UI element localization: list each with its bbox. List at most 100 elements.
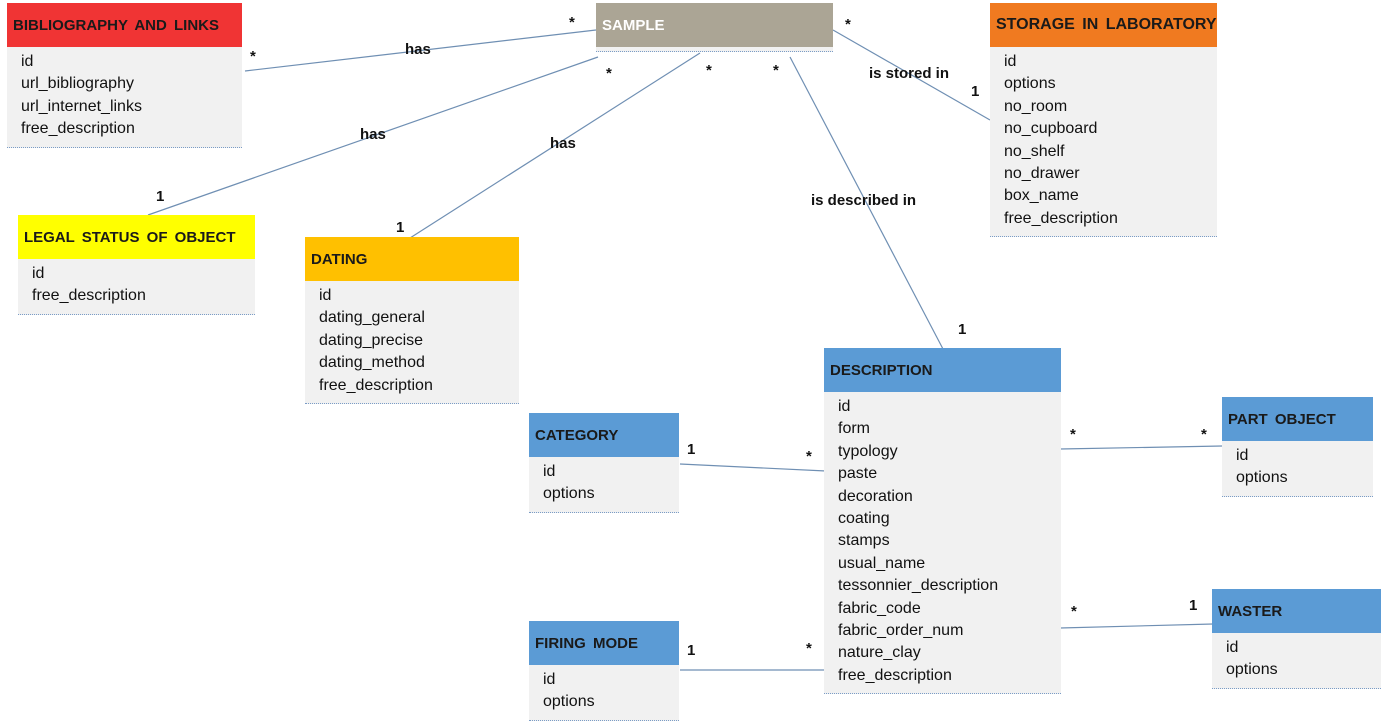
- line-description-part: [1059, 445, 1223, 450]
- attribute: paste: [838, 465, 878, 483]
- line-description-waster: [1059, 623, 1214, 629]
- entity-legal-status-of-object: LEGAL STATUS OF OBJECT id free_descripti…: [18, 215, 255, 315]
- entity-category: CATEGORY id options: [529, 413, 679, 513]
- entity-description: DESCRIPTION id form typology paste decor…: [824, 348, 1061, 695]
- attribute: decoration: [838, 487, 913, 505]
- attribute: dating_general: [319, 309, 425, 327]
- attribute: usual_name: [838, 554, 926, 572]
- relation-label-described-in: is described in: [811, 192, 917, 209]
- multiplicity-description-category: *: [806, 448, 812, 465]
- attribute: url_internet_links: [21, 97, 142, 115]
- attribute-list: [596, 47, 833, 52]
- entity-title: FIRING MODE: [529, 621, 679, 665]
- multiplicity-legal-sample: 1: [156, 188, 165, 205]
- attribute-list: id options: [529, 665, 679, 721]
- attribute: id: [32, 265, 45, 282]
- multiplicity-sample-storage: *: [845, 16, 851, 33]
- attribute: id: [543, 671, 556, 688]
- attribute: form: [838, 420, 870, 438]
- entity-title: CATEGORY: [529, 413, 679, 457]
- attribute: fabric_code: [838, 599, 921, 617]
- entity-title: BIBLIOGRAPHY AND LINKS: [7, 3, 242, 47]
- entity-title: STORAGE IN LABORATORY: [990, 3, 1217, 47]
- attribute: id: [543, 463, 556, 480]
- multiplicity-sample-dating: *: [706, 62, 712, 79]
- attribute: id: [21, 53, 34, 70]
- attribute: typology: [838, 442, 898, 460]
- entity-waster: WASTER id options: [1212, 589, 1381, 689]
- attribute: free_description: [32, 287, 146, 305]
- entity-dating: DATING id dating_general dating_precise …: [305, 237, 519, 405]
- relation-label-dating-has: has: [550, 135, 576, 152]
- entity-title: WASTER: [1212, 589, 1381, 633]
- entity-title: LEGAL STATUS OF OBJECT: [18, 215, 255, 259]
- entity-sample: SAMPLE: [596, 3, 833, 52]
- entity-title: DATING: [305, 237, 519, 281]
- line-category-description: [679, 463, 827, 472]
- attribute: id: [1004, 53, 1017, 70]
- multiplicity-firing-description: 1: [687, 642, 696, 659]
- attribute: free_description: [838, 666, 952, 684]
- multiplicity-sample-description: *: [773, 62, 779, 79]
- attribute: free_description: [1004, 209, 1118, 227]
- attribute: url_bibliography: [21, 75, 134, 93]
- entity-storage-in-laboratory: STORAGE IN LABORATORY id options no_room…: [990, 3, 1217, 238]
- attribute: coating: [838, 510, 890, 528]
- multiplicity-description-sample: 1: [958, 321, 967, 338]
- attribute-list: id free_description: [18, 259, 255, 315]
- attribute: fabric_order_num: [838, 622, 964, 640]
- attribute-list: id options: [529, 457, 679, 513]
- attribute: no_drawer: [1004, 165, 1080, 183]
- multiplicity-sample-bibliography: *: [569, 14, 575, 31]
- multiplicity-description-firing: *: [806, 640, 812, 657]
- entity-firing-mode: FIRING MODE id options: [529, 621, 679, 721]
- attribute: dating_precise: [319, 331, 424, 349]
- multiplicity-description-waster: *: [1071, 603, 1077, 620]
- attribute: options: [1236, 469, 1288, 487]
- attribute: id: [1226, 639, 1239, 656]
- multiplicity-description-part: *: [1070, 426, 1076, 443]
- entity-title: PART OBJECT: [1222, 397, 1373, 441]
- line-sample-storage: [832, 29, 991, 121]
- attribute: id: [319, 287, 332, 304]
- attribute: no_room: [1004, 97, 1068, 115]
- attribute: free_description: [21, 120, 135, 138]
- attribute: options: [543, 485, 595, 503]
- attribute-list: id options no_room no_cupboard no_shelf …: [990, 47, 1217, 238]
- attribute: options: [543, 693, 595, 711]
- attribute: no_cupboard: [1004, 120, 1098, 138]
- entity-bibliography-and-links: BIBLIOGRAPHY AND LINKS id url_bibliograp…: [7, 3, 242, 148]
- attribute-list: id form typology paste decoration coatin…: [824, 392, 1061, 695]
- attribute: free_description: [319, 376, 433, 394]
- entity-part-object: PART OBJECT id options: [1222, 397, 1373, 497]
- attribute-list: id options: [1212, 633, 1381, 689]
- attribute-list: id url_bibliography url_internet_links f…: [7, 47, 242, 148]
- multiplicity-category-description: 1: [687, 441, 696, 458]
- entity-title: SAMPLE: [596, 3, 833, 47]
- attribute-list: id dating_general dating_precise dating_…: [305, 281, 519, 405]
- multiplicity-waster-description: 1: [1189, 597, 1198, 614]
- line-sample-description: [789, 56, 944, 350]
- attribute: id: [1236, 447, 1249, 464]
- line-sample-bibliography: [244, 29, 597, 72]
- multiplicity-sample-legal: *: [606, 65, 612, 82]
- attribute: box_name: [1004, 187, 1079, 205]
- multiplicity-storage-sample: 1: [971, 83, 980, 100]
- attribute: no_shelf: [1004, 142, 1065, 160]
- attribute: options: [1226, 661, 1278, 679]
- attribute: stamps: [838, 532, 890, 550]
- entity-title: DESCRIPTION: [824, 348, 1061, 392]
- relation-label-legal-has: has: [360, 126, 386, 143]
- attribute: tessonnier_description: [838, 577, 999, 595]
- relation-label-stored-in: is stored in: [869, 65, 950, 82]
- multiplicity-part-description: *: [1201, 426, 1207, 443]
- attribute: nature_clay: [838, 644, 921, 662]
- attribute-list: id options: [1222, 441, 1373, 497]
- multiplicity-dating-sample: 1: [396, 219, 405, 236]
- multiplicity-bibliography-sample: *: [250, 48, 256, 65]
- relation-label-bibliography-has: has: [405, 41, 431, 58]
- line-sample-legal: [147, 56, 599, 216]
- line-sample-dating: [409, 52, 701, 239]
- attribute: options: [1004, 75, 1056, 93]
- attribute: id: [838, 398, 851, 415]
